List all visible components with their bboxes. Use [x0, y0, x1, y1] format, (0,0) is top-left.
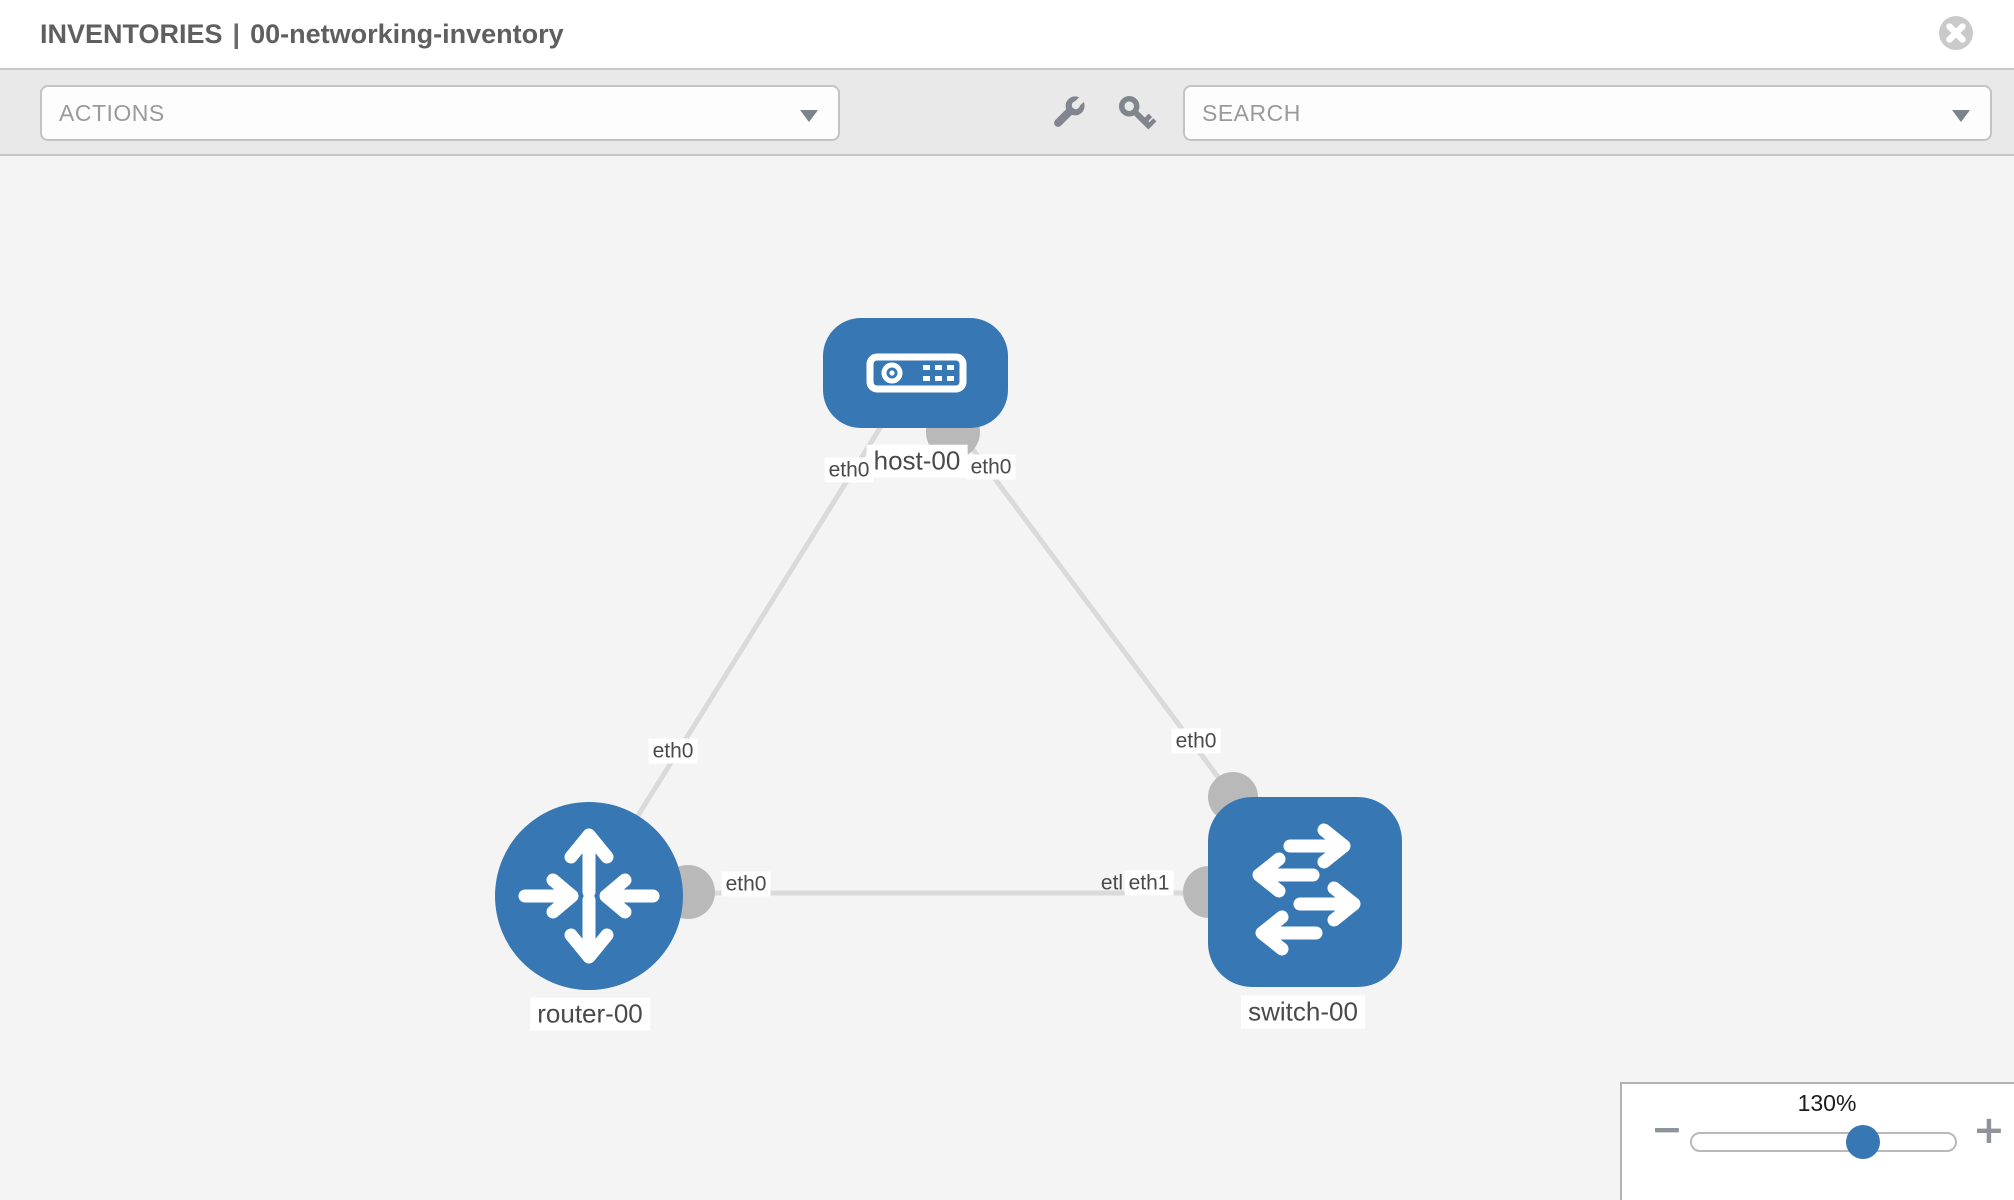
chevron-down-icon: [800, 110, 818, 122]
topology-canvas[interactable]: host-00 router-00 switch-00 eth0 eth0 et…: [0, 156, 2014, 1200]
zoom-level-value: 130%: [1797, 1090, 1857, 1116]
page-title: INVENTORIES | 00-networking-inventory: [40, 0, 564, 68]
zoom-slider-track[interactable]: [1690, 1132, 1957, 1152]
zoom-in-button[interactable]: +: [1973, 1108, 2005, 1152]
inventory-name: 00-networking-inventory: [250, 19, 564, 49]
label-eth-router-switch-switchside-front: eth1: [1124, 870, 1174, 896]
label-node-host: host-00: [866, 444, 968, 478]
label-eth-host-switch-switchside: eth0: [1171, 728, 1221, 754]
page-title-separator: |: [232, 19, 241, 49]
close-button[interactable]: [1936, 13, 1976, 53]
key-button[interactable]: [1114, 91, 1160, 142]
toolbar: ACTIONS: [0, 70, 2014, 156]
actions-dropdown[interactable]: ACTIONS: [40, 85, 840, 141]
zoom-slider-knob[interactable]: [1846, 1125, 1880, 1159]
host-icon: [866, 353, 967, 393]
zoom-out-button[interactable]: −: [1651, 1107, 1683, 1151]
zoom-panel: 130% − +: [1620, 1082, 2014, 1200]
node-switch[interactable]: [1208, 797, 1402, 987]
label-node-router: router-00: [530, 997, 650, 1031]
label-node-switch: switch-00: [1241, 995, 1365, 1029]
topology-edges: [586, 414, 1305, 896]
label-eth-host-router-hostside: eth0: [824, 457, 874, 483]
router-icon: [518, 828, 660, 964]
label-eth-host-switch-hostside: eth0: [966, 454, 1016, 480]
actions-dropdown-label: ACTIONS: [59, 100, 165, 126]
page-title-section: INVENTORIES: [40, 19, 223, 49]
chevron-down-icon: [1952, 110, 1970, 122]
node-host[interactable]: [823, 318, 1008, 428]
label-eth-router-switch-routerside: eth0: [721, 871, 771, 897]
wrench-button[interactable]: [1044, 89, 1092, 142]
close-icon: [1939, 16, 1973, 50]
label-eth-host-router-routerside: eth0: [648, 738, 698, 764]
search-dropdown-label: SEARCH: [1202, 100, 1301, 126]
label-eth-router-switch-switchside-back: etl: [1100, 871, 1124, 895]
wrench-icon: [1054, 94, 1087, 127]
node-router[interactable]: [495, 802, 683, 990]
search-dropdown[interactable]: SEARCH: [1183, 85, 1992, 141]
key-icon: [1118, 95, 1157, 130]
switch-icon: [1252, 823, 1361, 956]
header: INVENTORIES | 00-networking-inventory: [0, 0, 2014, 70]
